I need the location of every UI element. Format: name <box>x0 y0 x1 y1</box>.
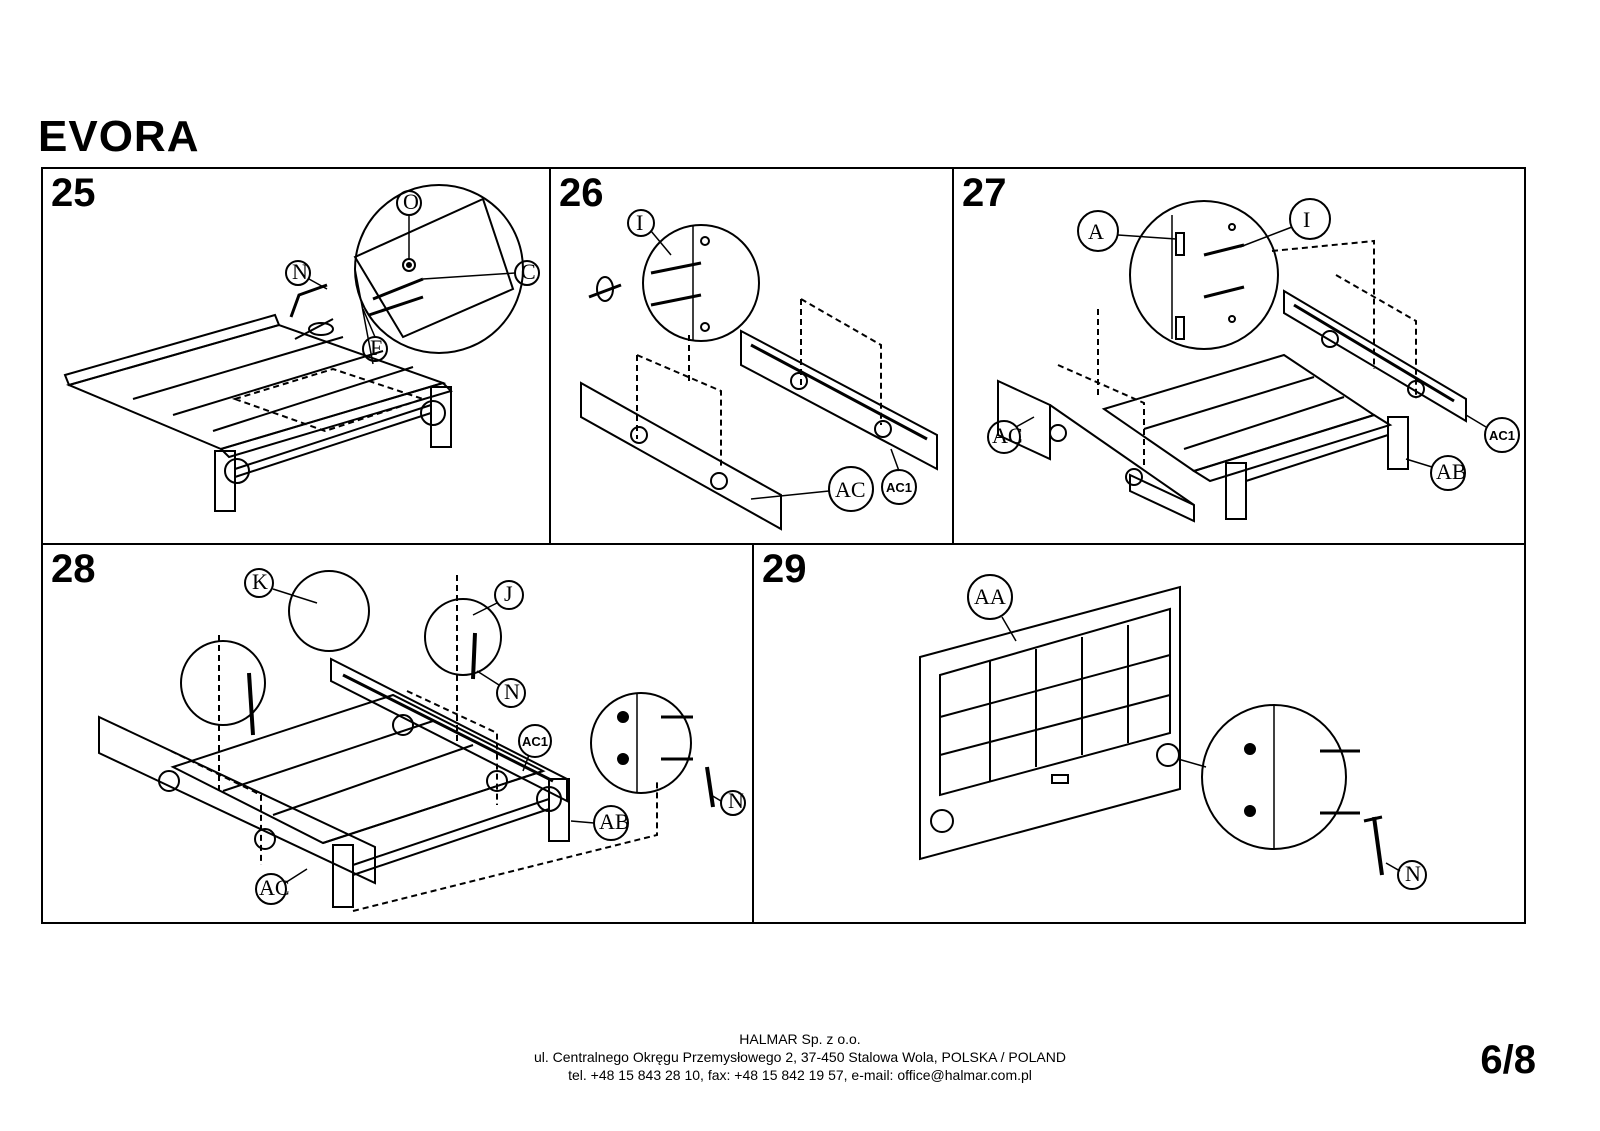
document-title: EVORA <box>38 112 200 161</box>
label-aa: AA <box>974 584 1006 609</box>
step-25-illustration: N O C F <box>63 184 540 512</box>
step-27-panel: A I AC AC1 AB 27 <box>952 167 1526 545</box>
label-k: K <box>252 569 268 594</box>
label-n: N <box>292 259 308 284</box>
label-ac1: AC1 <box>522 734 548 749</box>
step-number: 28 <box>51 547 96 591</box>
label-ac1: AC1 <box>886 480 912 495</box>
footer: HALMAR Sp. z o.o. ul. Centralnego Okręgu… <box>400 1030 1200 1084</box>
label-ac1: AC1 <box>1489 428 1515 443</box>
label-ac: AC <box>259 875 290 900</box>
label-n: N <box>504 679 520 704</box>
footer-contact: tel. +48 15 843 28 10, fax: +48 15 842 1… <box>568 1067 1032 1083</box>
label-i: I <box>1303 207 1310 232</box>
label-ab: AB <box>1436 459 1467 484</box>
label-ab: AB <box>599 809 630 834</box>
step-number: 27 <box>962 171 1007 215</box>
step-26-illustration: I AC AC1 <box>580 209 938 531</box>
step-25-panel: N O C F 25 <box>41 167 551 545</box>
step-number: 25 <box>51 171 96 215</box>
label-j: J <box>504 581 513 606</box>
label-f: F <box>370 335 382 360</box>
step-27-illustration: A I AC AC1 AB <box>987 198 1520 523</box>
footer-company: HALMAR Sp. z o.o. <box>739 1031 861 1047</box>
step-29-panel: AA N 29 <box>752 543 1526 924</box>
step-29-illustration: AA N <box>919 574 1427 890</box>
label-n: N <box>1405 861 1421 886</box>
step-28-illustration: K J N AC1 AB AC N <box>98 568 746 912</box>
label-o: O <box>403 189 419 214</box>
step-28-panel: K J N AC1 AB AC N 28 <box>41 543 754 924</box>
footer-address: ul. Centralnego Okręgu Przemysłowego 2, … <box>533 1049 1066 1065</box>
label-a: A <box>1088 219 1104 244</box>
step-26-panel: I AC AC1 26 <box>549 167 954 545</box>
label-i: I <box>636 210 643 235</box>
label-ac: AC <box>835 477 866 502</box>
label-c: C <box>521 259 536 284</box>
step-number: 26 <box>559 171 604 215</box>
page-number: 6/8 <box>1480 1038 1536 1082</box>
label-ac: AC <box>992 423 1023 448</box>
step-number: 29 <box>762 547 807 591</box>
label-n-small: N <box>728 788 744 813</box>
